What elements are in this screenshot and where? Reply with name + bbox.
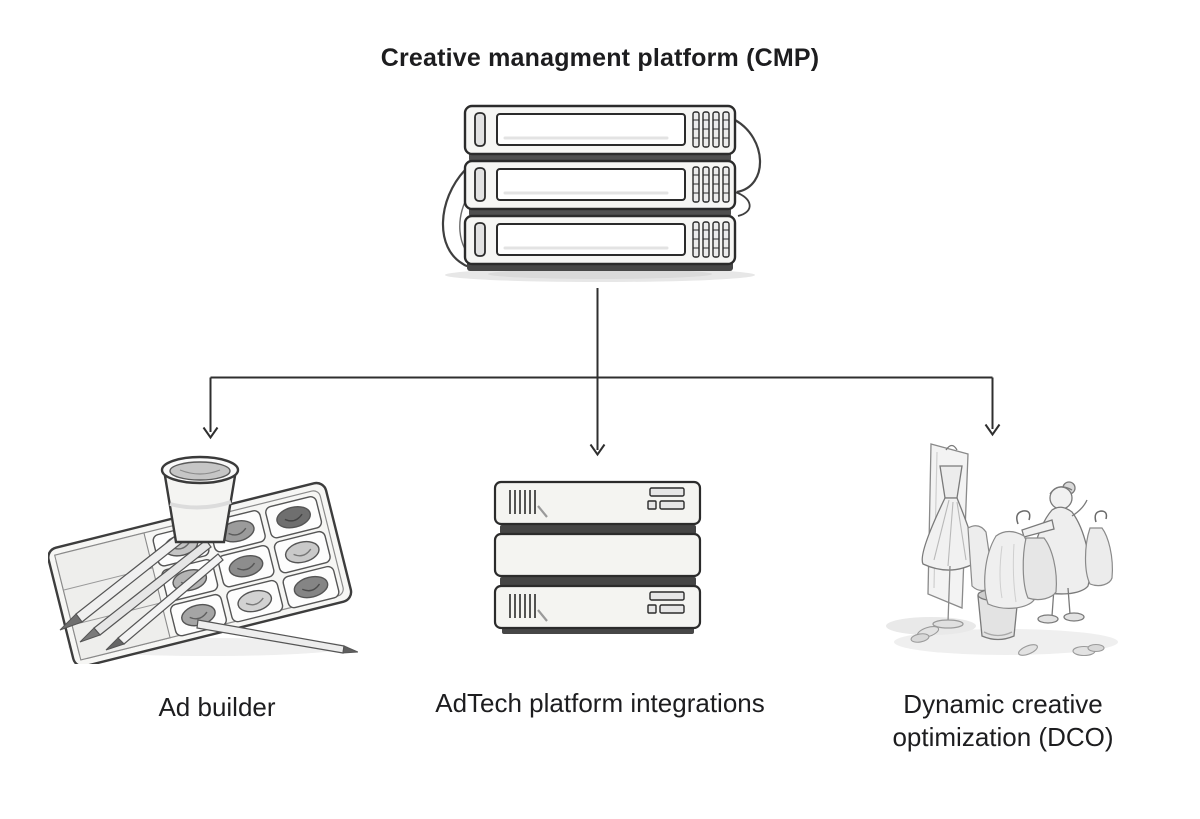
server-unit [463, 104, 737, 156]
node-label-ad-builder: Ad builder [158, 692, 276, 722]
server-unit [493, 532, 702, 578]
page-title: Creative managment platform (CMP) [380, 44, 820, 72]
node-label-adtech-integrations: AdTech platform integrations [435, 688, 765, 718]
center-arrowhead-icon [589, 443, 606, 457]
server-rack-stack-icon [441, 104, 762, 282]
node-label-dco: Dynamic creative optimization (DCO) [892, 689, 1114, 752]
server-unit [493, 584, 702, 630]
shoes [910, 625, 1105, 657]
server-unit [463, 214, 737, 266]
right-arrowhead-icon [984, 423, 1001, 437]
left-arrowhead-icon [202, 426, 219, 440]
clothes-fitting-icon [886, 443, 1118, 657]
ad-builder-illustration [48, 442, 358, 664]
hanger-clothes [984, 510, 1113, 609]
paint-brushes [59, 525, 358, 654]
cmp-server-rack-illustration [435, 98, 765, 288]
adtech-integrations-illustration [490, 478, 705, 636]
mannequin-dress [921, 444, 978, 629]
water-cup [160, 455, 240, 544]
server-unit [463, 159, 737, 211]
dco-illustration [876, 436, 1126, 664]
server-stack-icon [493, 480, 702, 634]
server-unit [493, 480, 702, 526]
paint-palette-icon [48, 455, 358, 664]
